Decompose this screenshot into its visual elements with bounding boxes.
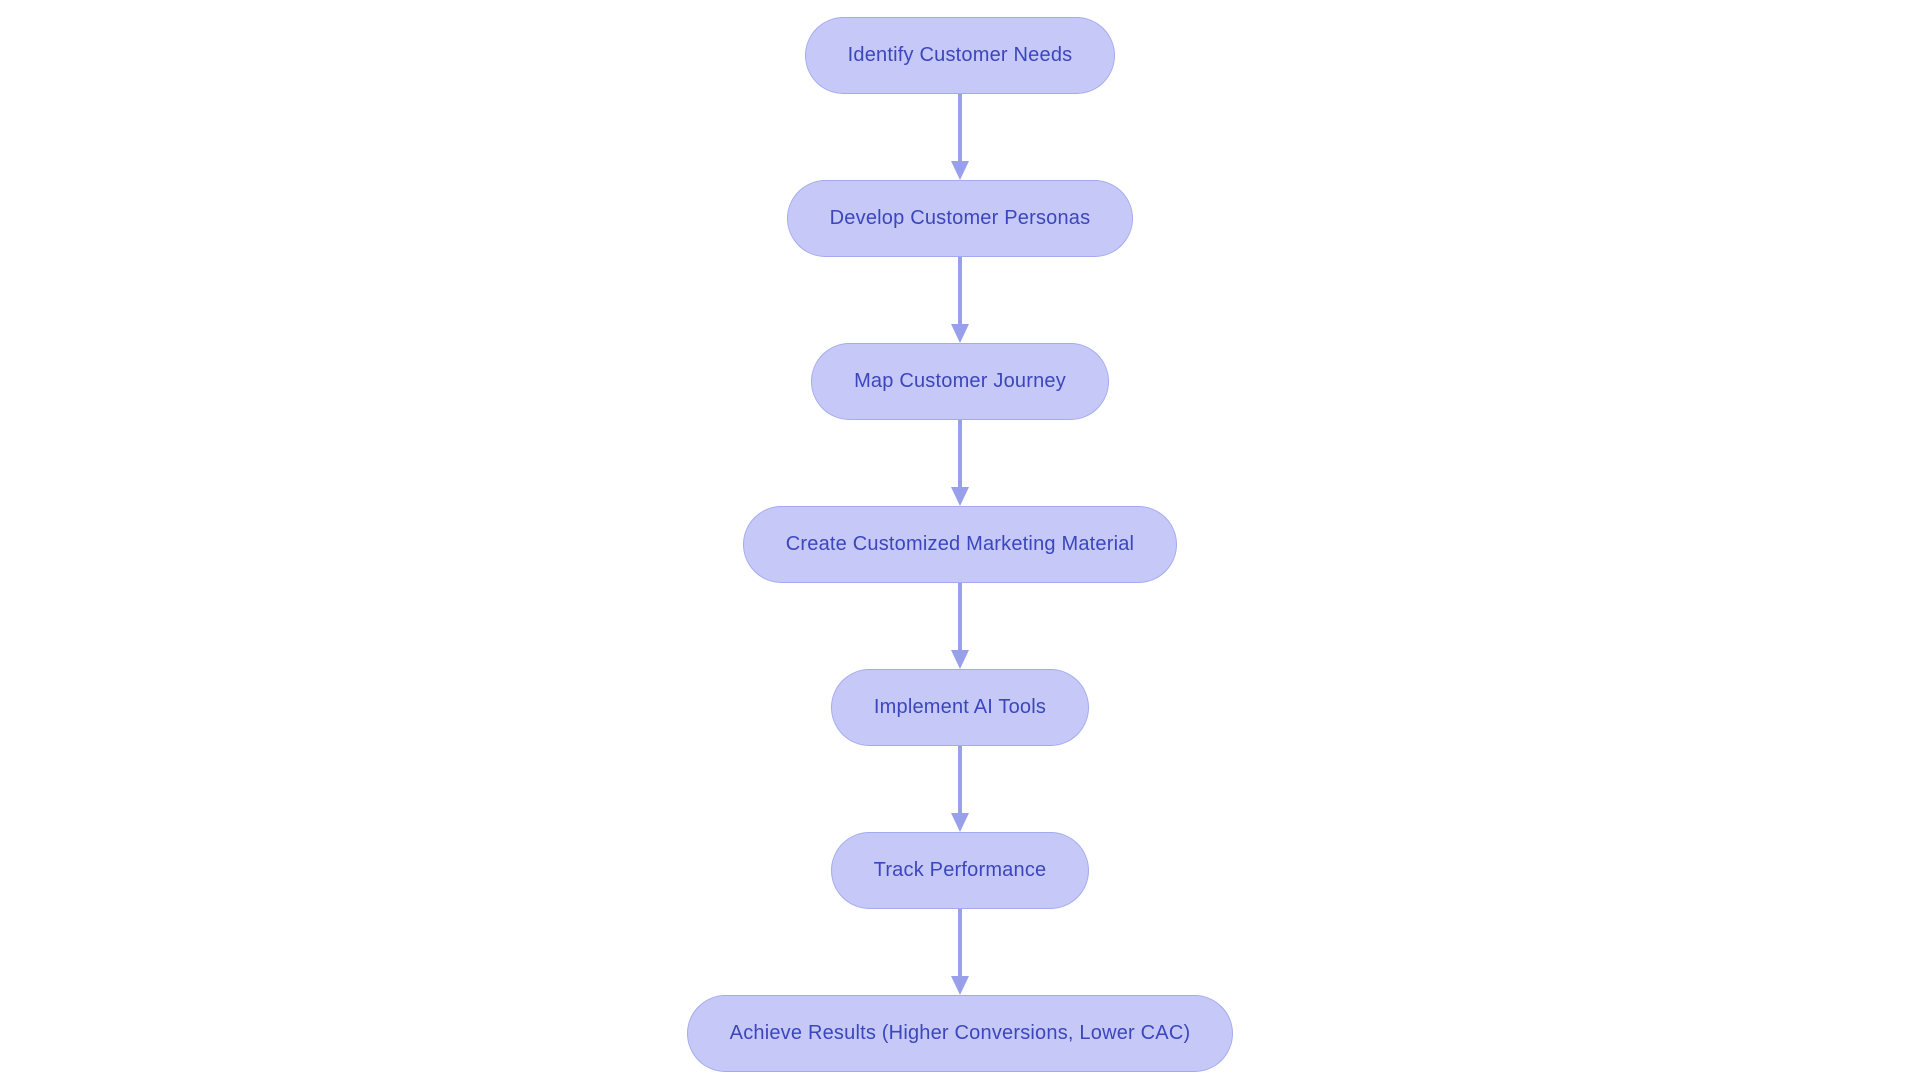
flow-node-track-performance: Track Performance: [830, 832, 1090, 909]
flow-connector: [950, 583, 970, 669]
connector-line: [958, 909, 962, 977]
arrowhead-down-icon: [951, 976, 969, 995]
flow-node-label: Implement AI Tools: [873, 696, 1047, 718]
connector-line: [958, 420, 962, 488]
flow-node-label: Map Customer Journey: [854, 370, 1066, 392]
flow-node-label: Track Performance: [873, 859, 1047, 881]
connector-line: [958, 746, 962, 814]
flow-connector: [950, 746, 970, 832]
flow-connector: [950, 909, 970, 995]
flow-node-label: Identify Customer Needs: [847, 44, 1073, 66]
arrowhead-down-icon: [951, 487, 969, 506]
connector-line: [958, 257, 962, 325]
flow-node-map-customer-journey: Map Customer Journey: [811, 343, 1109, 420]
flow-connector: [950, 257, 970, 343]
flow-node-label: Develop Customer Personas: [829, 207, 1091, 229]
flow-node-achieve-results: Achieve Results (Higher Conversions, Low…: [686, 995, 1234, 1072]
flow-node-label: Create Customized Marketing Material: [785, 533, 1135, 555]
connector-line: [958, 583, 962, 651]
connector-line: [958, 94, 962, 162]
flow-node-create-customized-marketing-material: Create Customized Marketing Material: [742, 506, 1178, 583]
arrowhead-down-icon: [951, 813, 969, 832]
arrowhead-down-icon: [951, 324, 969, 343]
flow-connector: [950, 420, 970, 506]
flow-connector: [950, 94, 970, 180]
flow-node-implement-ai-tools: Implement AI Tools: [830, 669, 1090, 746]
arrowhead-down-icon: [951, 161, 969, 180]
flow-node-identify-customer-needs: Identify Customer Needs: [804, 17, 1116, 94]
flow-node-develop-customer-personas: Develop Customer Personas: [786, 180, 1134, 257]
arrowhead-down-icon: [951, 650, 969, 669]
flow-node-label: Achieve Results (Higher Conversions, Low…: [729, 1022, 1191, 1044]
